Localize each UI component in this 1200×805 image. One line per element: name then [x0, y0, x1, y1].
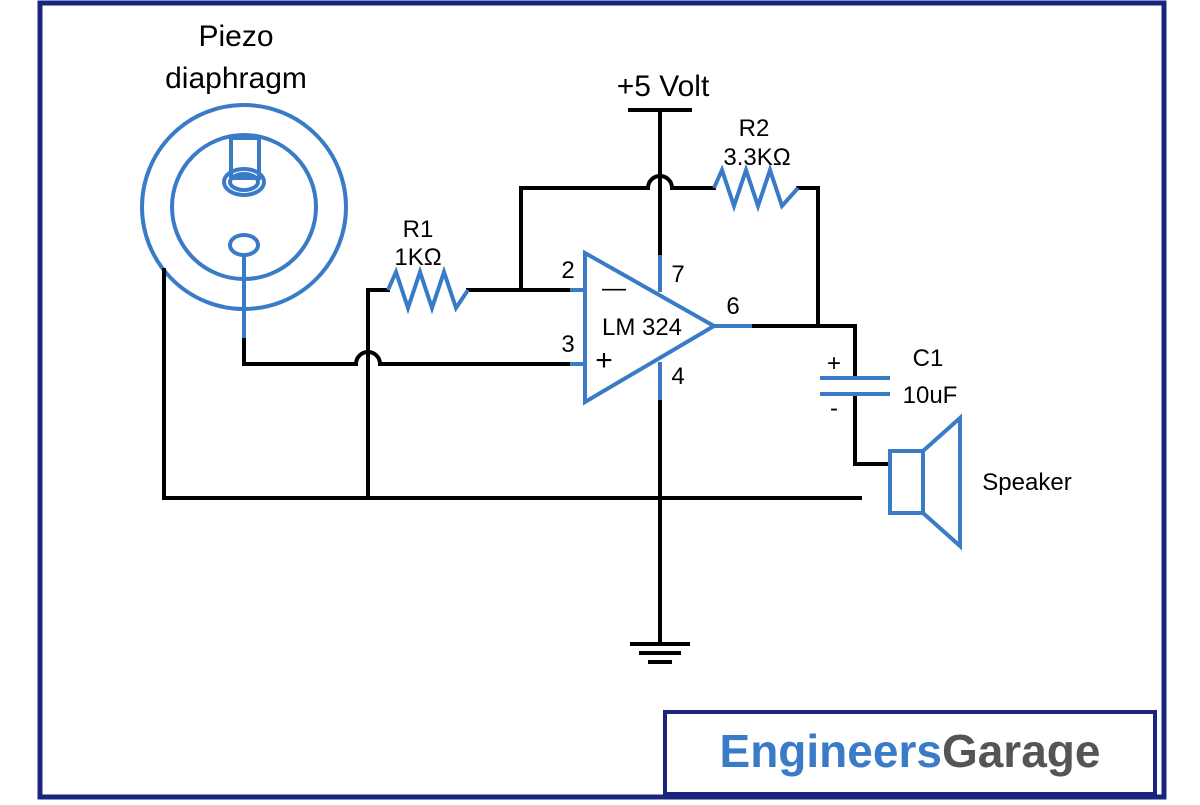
opamp-label: LM 324 [602, 314, 682, 341]
r2-name: R2 [739, 115, 770, 142]
pin-7-label: 7 [671, 261, 684, 288]
c1-name: C1 [913, 345, 944, 372]
cap-minus-sign: - [830, 395, 838, 422]
logo-text: EngineersGarage [720, 725, 1101, 777]
speaker-icon [888, 413, 962, 551]
pin-6-label: 6 [726, 293, 739, 320]
diagram-frame [37, 0, 1167, 800]
r1-name: R1 [403, 216, 434, 243]
pin-2-label: 2 [561, 257, 574, 284]
resistor-r2 [712, 163, 800, 213]
circuit-wires [162, 108, 892, 664]
opamp-minus-sign: — [602, 275, 626, 302]
c1-value: 10uF [903, 382, 958, 409]
piezo-label-line1: Piezo [198, 20, 273, 53]
opamp-lm324 [570, 249, 752, 406]
piezo-diaphragm [140, 103, 348, 340]
pin-3-label: 3 [561, 331, 574, 358]
pin-4-label: 4 [671, 363, 684, 390]
engineersgarage-logo: EngineersGarage [663, 710, 1157, 796]
capacitor-c1 [820, 376, 890, 396]
r2-value: 3.3KΩ [723, 144, 790, 171]
piezo-label-line2: diaphragm [165, 62, 307, 95]
r1-value: 1KΩ [394, 244, 441, 271]
cap-plus-sign: + [827, 350, 841, 377]
opamp-plus-sign: + [595, 344, 613, 377]
resistor-r1 [386, 265, 470, 315]
supply-label: +5 Volt [617, 70, 710, 103]
speaker-label: Speaker [982, 469, 1071, 496]
